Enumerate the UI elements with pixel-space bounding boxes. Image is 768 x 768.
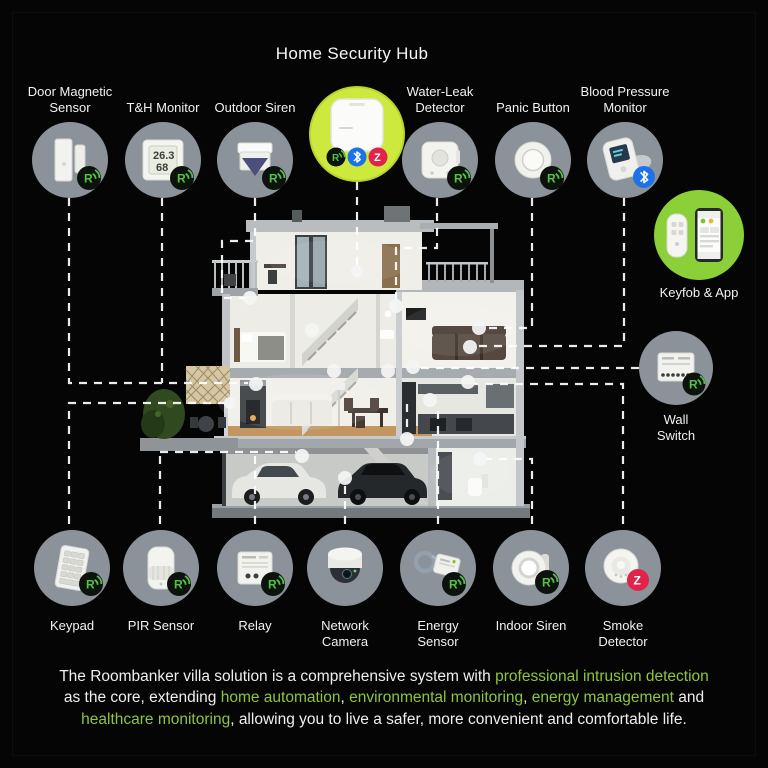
connector-lines bbox=[67, 182, 639, 524]
svg-text:R: R bbox=[86, 578, 95, 592]
svg-text:26.3: 26.3 bbox=[153, 150, 174, 162]
wall-switch-icon: R bbox=[639, 331, 713, 405]
device-label: Wall Switch bbox=[656, 412, 696, 443]
device-label: Outdoor Siren bbox=[214, 100, 296, 116]
roombanker-radio-badge: R bbox=[77, 166, 101, 190]
device-label: Door Magnetic Sensor bbox=[27, 84, 113, 116]
device-th-monitor: T&H Monitor 26.3 68 R bbox=[105, 74, 221, 204]
svg-text:Z: Z bbox=[374, 152, 381, 164]
device-label: Smoke Detector bbox=[598, 618, 648, 649]
device-label: Energy Sensor bbox=[417, 618, 459, 649]
device-wall-switch: R Wall Switch bbox=[618, 328, 734, 444]
device-pir-sensor: R PIR Sensor bbox=[103, 524, 219, 634]
th-monitor-icon: 26.3 68 R bbox=[125, 122, 201, 198]
blood-pressure-monitor-icon bbox=[587, 122, 663, 198]
description-segment: The Roombanker villa solution is a compr… bbox=[59, 667, 496, 685]
description-segment: , bbox=[340, 689, 350, 706]
description-highlight: energy management bbox=[531, 689, 674, 706]
device-smoke-detector: Z Smoke Detector bbox=[565, 524, 681, 650]
security-hub-icon: R Z bbox=[309, 86, 405, 182]
description-segment: as the core, extending bbox=[63, 689, 221, 706]
roombanker-radio-badge: R bbox=[326, 147, 346, 167]
device-label: Panic Button bbox=[496, 100, 570, 116]
description-highlight: home automation bbox=[220, 689, 341, 706]
description-text: The Roombanker villa solution is a compr… bbox=[34, 666, 734, 731]
outdoor-siren-icon: R bbox=[217, 122, 293, 198]
svg-text:R: R bbox=[84, 172, 93, 186]
roombanker-radio-badge: R bbox=[442, 572, 466, 596]
device-label: T&H Monitor bbox=[126, 100, 200, 116]
device-label: Indoor Siren bbox=[495, 618, 567, 633]
indoor-siren-icon: R bbox=[493, 530, 569, 606]
roombanker-radio-badge: R bbox=[540, 166, 564, 190]
keyfob-and-app-icon bbox=[654, 190, 744, 280]
description-segment: and bbox=[673, 689, 705, 706]
svg-text:R: R bbox=[547, 172, 556, 186]
description-highlight: environmental monitoring bbox=[349, 689, 524, 706]
zigbee-badge: Z bbox=[627, 569, 649, 591]
roombanker-radio-badge: R bbox=[447, 166, 471, 190]
bluetooth-badge bbox=[347, 147, 367, 167]
device-label: Relay bbox=[238, 618, 272, 633]
device-label: Blood Pressure Monitor bbox=[580, 84, 670, 116]
svg-text:R: R bbox=[332, 153, 340, 164]
device-blood-pressure-monitor: Blood Pressure Monitor bbox=[567, 74, 683, 204]
svg-text:R: R bbox=[542, 576, 551, 590]
device-label: Keyfob & App bbox=[659, 285, 739, 300]
roombanker-radio-badge: R bbox=[682, 372, 706, 396]
water-leak-detector-icon: R bbox=[402, 122, 478, 198]
bluetooth-badge bbox=[633, 166, 655, 188]
device-label: Network Camera bbox=[321, 618, 369, 649]
network-camera-icon bbox=[307, 530, 383, 606]
page-title: Home Security Hub bbox=[275, 44, 429, 63]
roombanker-radio-badge: R bbox=[167, 572, 191, 596]
keypad-icon: R bbox=[34, 530, 110, 606]
device-security-hub: R Z bbox=[299, 85, 415, 185]
svg-text:R: R bbox=[268, 578, 277, 592]
svg-text:R: R bbox=[689, 378, 698, 392]
svg-text:R: R bbox=[454, 172, 463, 186]
device-outdoor-siren: Outdoor Siren R bbox=[197, 74, 313, 204]
svg-text:Z: Z bbox=[634, 574, 641, 588]
device-label: Keypad bbox=[49, 618, 95, 633]
device-keypad: R Keypad bbox=[14, 524, 130, 634]
device-position-dots bbox=[224, 265, 487, 485]
roombanker-radio-badge: R bbox=[262, 166, 286, 190]
pir-sensor-icon: R bbox=[123, 530, 199, 606]
roombanker-radio-badge: R bbox=[79, 572, 103, 596]
svg-text:R: R bbox=[174, 578, 183, 592]
svg-text:R: R bbox=[449, 578, 458, 592]
device-water-leak-detector: Water-Leak Detector R bbox=[382, 74, 498, 204]
smoke-detector-icon: Z bbox=[585, 530, 661, 606]
energy-sensor-icon: R bbox=[400, 530, 476, 606]
panic-button-icon: R bbox=[495, 122, 571, 198]
device-energy-sensor: R Energy Sensor bbox=[380, 524, 496, 650]
door-magnetic-sensor-icon: R bbox=[32, 122, 108, 198]
roombanker-radio-badge: R bbox=[261, 572, 285, 596]
description-highlight: professional intrusion detection bbox=[495, 667, 709, 685]
zigbee-badge: Z bbox=[368, 147, 388, 167]
device-label: PIR Sensor bbox=[127, 618, 195, 633]
description-highlight: healthcare monitoring bbox=[81, 710, 231, 728]
svg-text:R: R bbox=[177, 172, 186, 186]
device-relay: R Relay bbox=[197, 524, 313, 634]
roombanker-radio-badge: R bbox=[535, 570, 559, 594]
device-panic-button: Panic Button R bbox=[475, 74, 591, 204]
device-door-magnetic-sensor: Door Magnetic Sensor R bbox=[12, 74, 128, 204]
house-illustration bbox=[140, 206, 530, 518]
device-keyfob-and-app: Keyfob & App bbox=[641, 187, 757, 301]
description-segment: , bbox=[523, 689, 532, 706]
device-label: Water-Leak Detector bbox=[406, 84, 474, 116]
roombanker-radio-badge: R bbox=[170, 166, 194, 190]
svg-text:68: 68 bbox=[156, 162, 168, 174]
svg-text:R: R bbox=[269, 172, 278, 186]
description-segment: , allowing you to live a safer, more con… bbox=[230, 710, 687, 728]
device-network-camera: Network Camera bbox=[287, 524, 403, 650]
relay-icon: R bbox=[217, 530, 293, 606]
device-indoor-siren: R Indoor Siren bbox=[473, 524, 589, 634]
